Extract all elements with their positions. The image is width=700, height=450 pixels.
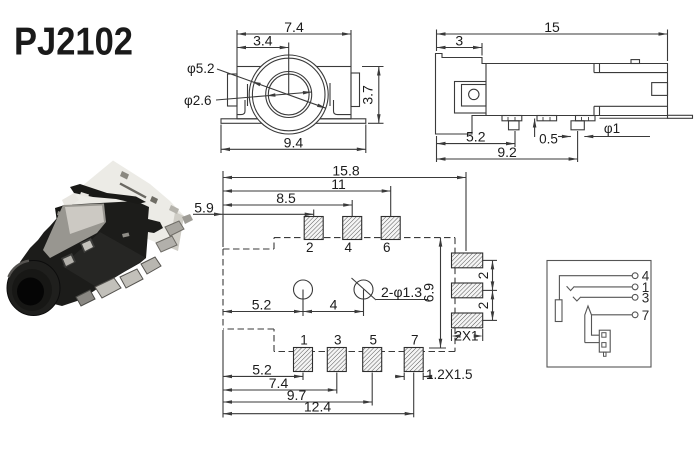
svg-text:4: 4: [330, 297, 338, 313]
svg-text:11: 11: [331, 176, 346, 192]
svg-text:PJ2102: PJ2102: [14, 21, 133, 64]
svg-text:φ2.6: φ2.6: [184, 93, 212, 108]
svg-text:2: 2: [476, 302, 491, 310]
svg-text:9.2: 9.2: [497, 144, 517, 160]
svg-text:15: 15: [544, 19, 560, 35]
svg-text:3.7: 3.7: [360, 85, 376, 105]
svg-text:3: 3: [455, 33, 463, 49]
svg-text:5.2: 5.2: [466, 129, 486, 145]
svg-text:15.8: 15.8: [332, 163, 359, 179]
svg-text:6.9: 6.9: [421, 283, 437, 303]
svg-text:φ1: φ1: [604, 121, 620, 136]
svg-text:2X1: 2X1: [454, 329, 478, 344]
svg-text:3: 3: [642, 290, 650, 305]
svg-text:1: 1: [300, 333, 308, 348]
svg-text:6: 6: [383, 240, 391, 255]
svg-text:7: 7: [642, 308, 650, 323]
svg-text:8.5: 8.5: [276, 190, 296, 206]
svg-text:5: 5: [369, 333, 377, 348]
svg-text:1: 1: [642, 280, 650, 295]
svg-text:9.4: 9.4: [284, 134, 304, 150]
svg-text:5.2: 5.2: [252, 361, 272, 377]
svg-text:5.2: 5.2: [252, 297, 272, 313]
svg-text:7: 7: [411, 333, 419, 348]
svg-text:7.4: 7.4: [269, 375, 289, 391]
svg-text:3.4: 3.4: [253, 33, 273, 49]
svg-text:0.5: 0.5: [539, 132, 558, 147]
svg-text:9.7: 9.7: [287, 387, 307, 403]
svg-text:4: 4: [344, 240, 352, 255]
svg-text:φ5.2: φ5.2: [187, 61, 215, 76]
svg-text:12.4: 12.4: [304, 399, 331, 415]
svg-text:2: 2: [306, 240, 314, 255]
svg-text:1.2X1.5: 1.2X1.5: [426, 367, 473, 382]
svg-text:4: 4: [642, 269, 650, 284]
svg-text:7.4: 7.4: [284, 19, 304, 35]
svg-text:2: 2: [476, 272, 491, 280]
svg-text:5.9: 5.9: [194, 199, 214, 215]
svg-text:2-φ1.3: 2-φ1.3: [381, 284, 422, 300]
svg-text:3: 3: [334, 333, 342, 348]
